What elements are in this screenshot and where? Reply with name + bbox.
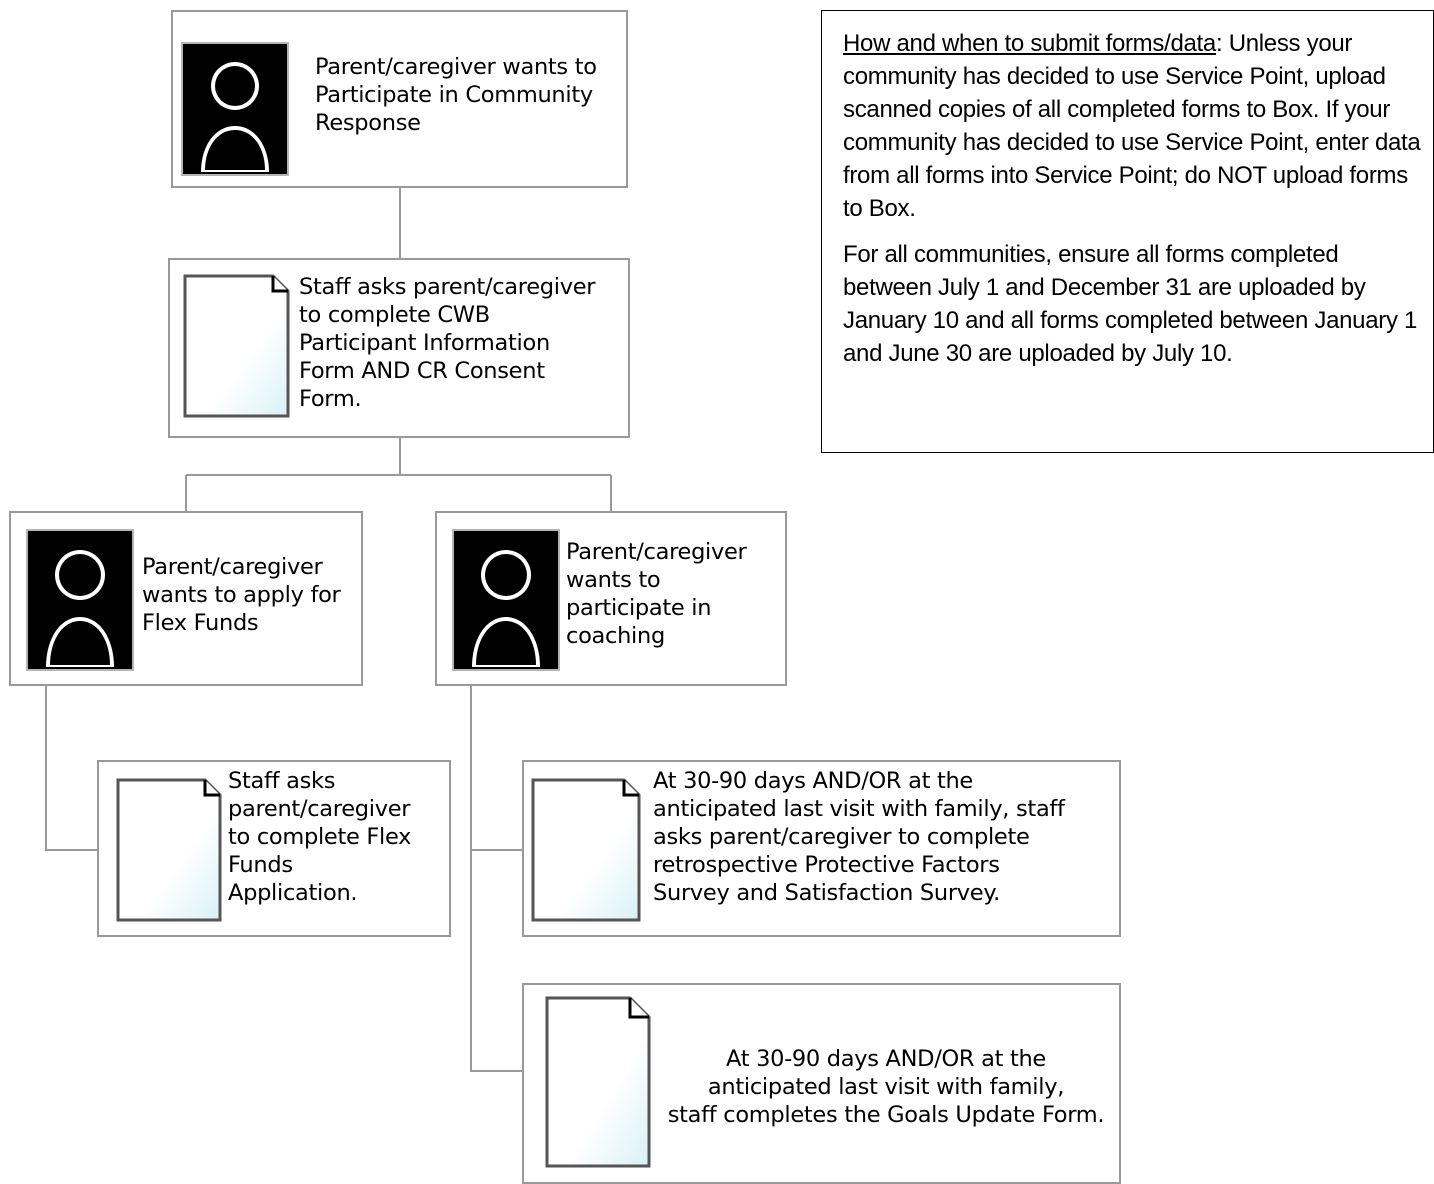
form-document-icon xyxy=(182,273,291,419)
protective-factors-label: At 30-90 days AND/OR at the anticipated … xyxy=(653,768,1065,906)
goals-update-label: At 30-90 days AND/OR at the anticipated … xyxy=(667,1046,1105,1128)
parent-group-icon xyxy=(26,529,134,671)
note-heading: How and when to submit forms/data xyxy=(843,30,1216,57)
note-paragraph-1: How and when to submit forms/data: Unles… xyxy=(843,27,1423,225)
connector-line xyxy=(45,686,97,851)
connector-line xyxy=(470,686,522,1072)
parent-group-icon xyxy=(181,42,289,176)
flex-funds-label: Parent/caregiver wants to apply for Flex… xyxy=(142,554,341,636)
flex-application-label: Staff asks parent/caregiver to complete … xyxy=(228,768,412,906)
note-paragraph-2: For all communities, ensure all forms co… xyxy=(843,241,1418,367)
coaching-label: Parent/caregiver wants to participate in… xyxy=(566,539,747,649)
participate-community-node: Parent/caregiver wants to Participate in… xyxy=(171,10,628,188)
protective-factors-node: At 30-90 days AND/OR at the anticipated … xyxy=(522,760,1121,937)
parent-group-icon xyxy=(452,529,560,671)
form-document-icon xyxy=(530,777,642,923)
staff-asks-cwb-label: Staff asks parent/caregiver to complete … xyxy=(299,274,596,412)
form-document-icon xyxy=(115,777,223,923)
flex-funds-node: Parent/caregiver wants to apply for Flex… xyxy=(9,511,363,686)
coaching-node: Parent/caregiver wants to participate in… xyxy=(435,511,787,686)
form-document-icon xyxy=(544,995,652,1169)
note-paragraph-1-text: : Unless your community has decided to u… xyxy=(843,30,1421,222)
goals-update-node: At 30-90 days AND/OR at the anticipated … xyxy=(522,983,1121,1184)
participate-community-label: Parent/caregiver wants to Participate in… xyxy=(315,54,597,136)
submission-instructions-note: How and when to submit forms/data: Unles… xyxy=(821,10,1434,453)
staff-asks-cwb-node: Staff asks parent/caregiver to complete … xyxy=(168,258,630,438)
flex-application-node: Staff asks parent/caregiver to complete … xyxy=(97,760,451,937)
